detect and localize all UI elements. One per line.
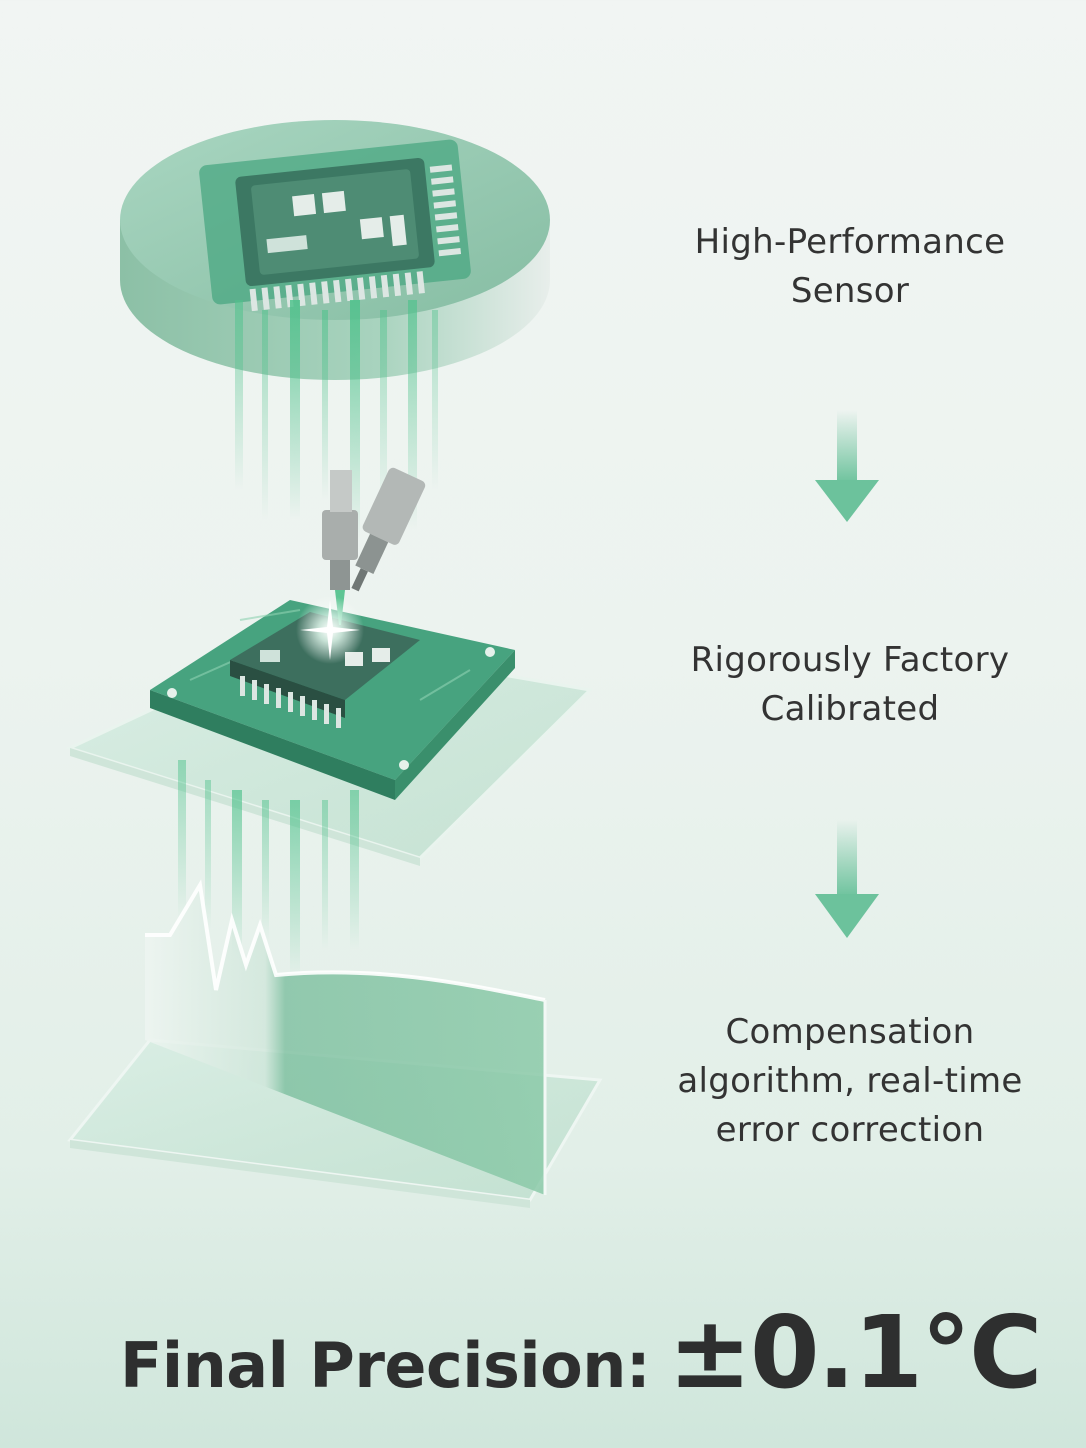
step-compensation-line-2: algorithm, real-time (677, 1061, 1023, 1101)
step-calibration-label: Rigorously Factory Calibrated (600, 636, 1086, 734)
step-calibration-line-2: Calibrated (760, 689, 940, 729)
light-beams-lower (178, 760, 359, 980)
sensor-disc-illustration (120, 120, 550, 380)
step-sensor-line-2: Sensor (790, 271, 910, 311)
step-compensation-label: Compensation algorithm, real-time error … (600, 1008, 1086, 1155)
step-compensation-line-3: error correction (715, 1110, 985, 1150)
light-beams-upper (235, 300, 438, 540)
down-arrow-icon (815, 820, 879, 938)
final-precision-label: Final Precision: (120, 1329, 651, 1402)
step-sensor-label: High-Performance Sensor (600, 218, 1086, 316)
down-arrow-icon (815, 410, 879, 522)
calibration-board-illustration (65, 467, 594, 866)
compensation-graph-illustration (67, 879, 603, 1208)
step-calibration-line-1: Rigorously Factory (690, 640, 1010, 680)
step-compensation-line-1: Compensation (725, 1012, 975, 1052)
final-precision-value: ±0.1°C (668, 1294, 1042, 1411)
step-sensor-line-1: High-Performance (694, 222, 1006, 262)
final-precision-banner: Final Precision: ±0.1°C (120, 1278, 1043, 1411)
